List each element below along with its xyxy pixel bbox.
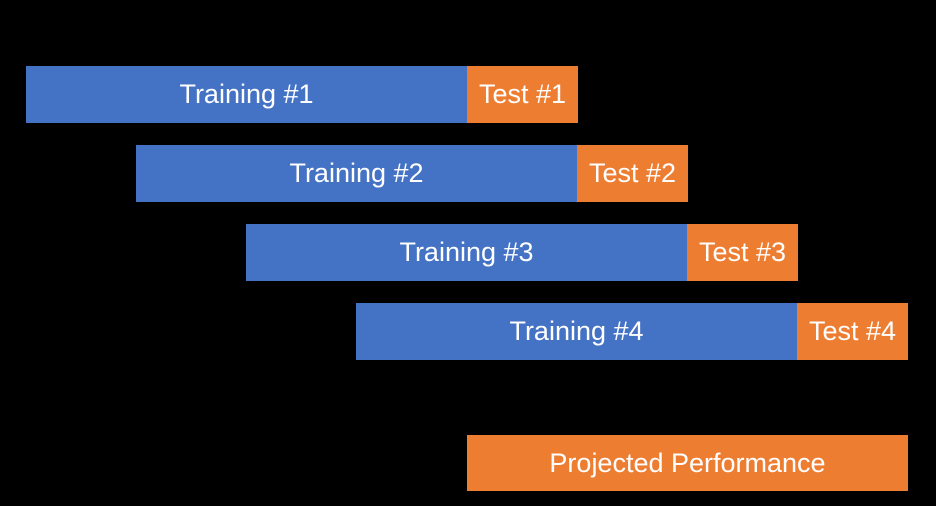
test-bar-2: Test #2 — [577, 145, 688, 202]
training-bar-4-label: Training #4 — [509, 316, 644, 346]
training-bar-1-label: Training #1 — [179, 79, 314, 109]
projected-performance-label: Projected Performance — [549, 447, 826, 478]
training-bar-2: Training #2 — [136, 145, 577, 202]
training-bar-1: Training #1 — [26, 66, 467, 123]
test-bar-1-label: Test #1 — [478, 79, 567, 109]
test-bar-1: Test #1 — [467, 66, 578, 123]
test-bar-4-label: Test #4 — [808, 316, 897, 346]
projected-performance-bar: Projected Performance — [467, 435, 908, 491]
training-bar-3: Training #3 — [246, 224, 687, 281]
test-bar-3: Test #3 — [687, 224, 798, 281]
test-bar-2-label: Test #2 — [588, 158, 677, 188]
training-bar-2-label: Training #2 — [289, 158, 424, 188]
test-bar-4: Test #4 — [797, 303, 908, 360]
training-bar-3-label: Training #3 — [399, 237, 534, 267]
training-bar-4: Training #4 — [356, 303, 797, 360]
test-bar-3-label: Test #3 — [698, 237, 787, 267]
